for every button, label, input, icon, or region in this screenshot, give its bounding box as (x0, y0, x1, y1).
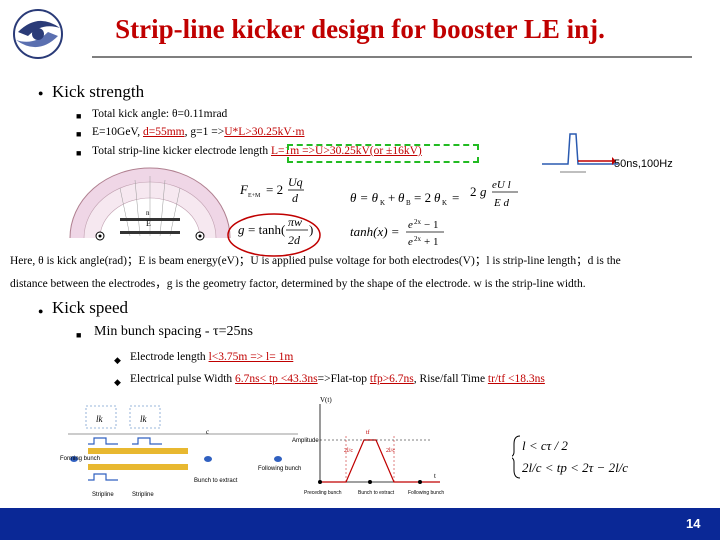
svg-text:+ 1: + 1 (424, 236, 438, 248)
svg-text:2l/c < tp < 2τ − 2l/c: 2l/c < tp < 2τ − 2l/c (522, 460, 628, 475)
svg-text:Uq: Uq (288, 175, 303, 189)
title-divider (92, 56, 692, 58)
svg-text:tanh(x) =: tanh(x) = (350, 224, 400, 239)
svg-text:2d: 2d (288, 233, 301, 247)
svg-text:− 1: − 1 (424, 219, 438, 231)
electrode-length-line: Total strip-line kicker electrode length… (92, 145, 422, 157)
bunch-spacing-text: Min bunch spacing - τ=25ns (94, 324, 253, 339)
svg-text:θ: θ (434, 190, 441, 205)
symbol-definitions: Here, θ is kick angle(rad)；E is beam ene… (10, 253, 710, 293)
svg-text:l < cτ / 2: l < cτ / 2 (522, 438, 568, 453)
caption-line-1: Here, θ is kick angle(rad)；E is beam ene… (10, 255, 621, 267)
svg-text:Preceding bunch: Preceding bunch (304, 490, 342, 496)
svg-text:t: t (434, 472, 436, 480)
svg-text:F: F (239, 182, 249, 197)
pulse-width-condition: Electrical pulse Width 6.7ns< tp <43.3ns… (130, 373, 545, 385)
svg-text:Amplitude: Amplitude (292, 438, 319, 444)
svg-text:lk: lk (96, 414, 104, 424)
pulse-waveform (542, 133, 618, 173)
svg-text:θ: θ (398, 190, 405, 205)
kick-strength-heading: Kick strength (52, 82, 145, 101)
svg-text:= tanh(: = tanh( (248, 222, 285, 237)
bullet-square: ■ (76, 148, 82, 158)
svg-text:E d: E d (493, 197, 509, 209)
svg-text:= 2: = 2 (266, 182, 283, 197)
svg-text:θ = θ: θ = θ (350, 190, 379, 205)
bullet-square: ■ (76, 129, 82, 139)
svg-text:g: g (480, 184, 487, 199)
svg-text:d: d (292, 191, 299, 205)
svg-text:e: e (408, 219, 413, 231)
svg-text:K: K (380, 199, 385, 207)
svg-text:= 2: = 2 (414, 190, 431, 205)
svg-text:B: B (406, 199, 411, 207)
slide-title: Strip-line kicker design for booster LE … (115, 14, 605, 44)
energy-line: E=10GeV, d=55mm, g=1 =>U*L>30.25kV·m (92, 126, 305, 138)
svg-text:): ) (309, 222, 313, 237)
bullet-square: ■ (76, 111, 82, 121)
svg-text:Forming bunch: Forming bunch (60, 456, 100, 462)
svg-text:Bunch to extract: Bunch to extract (194, 478, 238, 484)
caption-line-2: distance between the electrodes，g is the… (10, 278, 586, 290)
svg-text:V(t): V(t) (320, 396, 332, 404)
svg-text:c: c (206, 428, 209, 436)
svg-text:lk: lk (140, 414, 148, 424)
svg-text:eU l: eU l (492, 179, 511, 191)
svg-text:2x: 2x (414, 218, 422, 226)
bullet-dot: ● (38, 88, 44, 98)
svg-text:tf: tf (366, 429, 370, 436)
svg-text:+: + (388, 190, 395, 205)
svg-text:Stripline: Stripline (92, 492, 114, 498)
arrow-icon (578, 157, 616, 165)
electrode-length-condition: Electrode length l<3.75m => l= 1m (130, 351, 294, 363)
svg-text:2: 2 (470, 184, 477, 199)
highlight-box (287, 144, 479, 163)
g-factor-highlight (227, 213, 321, 257)
svg-text:Following bunch: Following bunch (408, 490, 444, 496)
svg-text:πw: πw (288, 215, 302, 229)
kick-angle-text: Total kick angle: θ=0.11mrad (92, 108, 228, 120)
page-number: 14 (686, 516, 701, 531)
svg-text:Bunch to extract: Bunch to extract (358, 490, 395, 496)
footer-bar (0, 508, 720, 540)
svg-text:e: e (408, 236, 413, 248)
svg-text:n: n (146, 209, 150, 217)
svg-text:Following bunch: Following bunch (258, 466, 301, 472)
svg-text:2l/c: 2l/c (344, 448, 353, 454)
pulse-spec-label: 50ns,100Hz (614, 158, 673, 170)
timing-conditions: l < cτ / 2 2l/c < tp < 2τ − 2l/c (512, 435, 628, 479)
svg-text:Stripline: Stripline (132, 492, 154, 498)
bullet-diamond: ◆ (114, 377, 121, 387)
kick-equations: F E+M = 2 Uq d g = tanh( πw 2d ) θ = θ K… (238, 175, 459, 248)
svg-text:2x: 2x (414, 235, 422, 243)
svg-text:E: E (146, 219, 151, 228)
institute-logo (13, 9, 63, 59)
svg-text:K: K (442, 199, 447, 207)
pulse-timing-diagram: V(t) Amplitude tf 2l/c 2l/c t Preceding … (292, 396, 444, 496)
bullet-square: ■ (76, 330, 82, 340)
bullet-diamond: ◆ (114, 355, 121, 365)
svg-text:=: = (452, 190, 459, 205)
bunch-stripline-diagram: lk lk c Forming bunch Bunch to extract F… (60, 405, 301, 498)
svg-text:g: g (238, 222, 245, 237)
kick-speed-heading: Kick speed (52, 298, 129, 317)
svg-text:E+M: E+M (248, 193, 261, 199)
bullet-dot: ● (38, 306, 44, 316)
svg-text:2l/c: 2l/c (386, 448, 395, 454)
stripline-field-plot: E n (69, 167, 231, 241)
